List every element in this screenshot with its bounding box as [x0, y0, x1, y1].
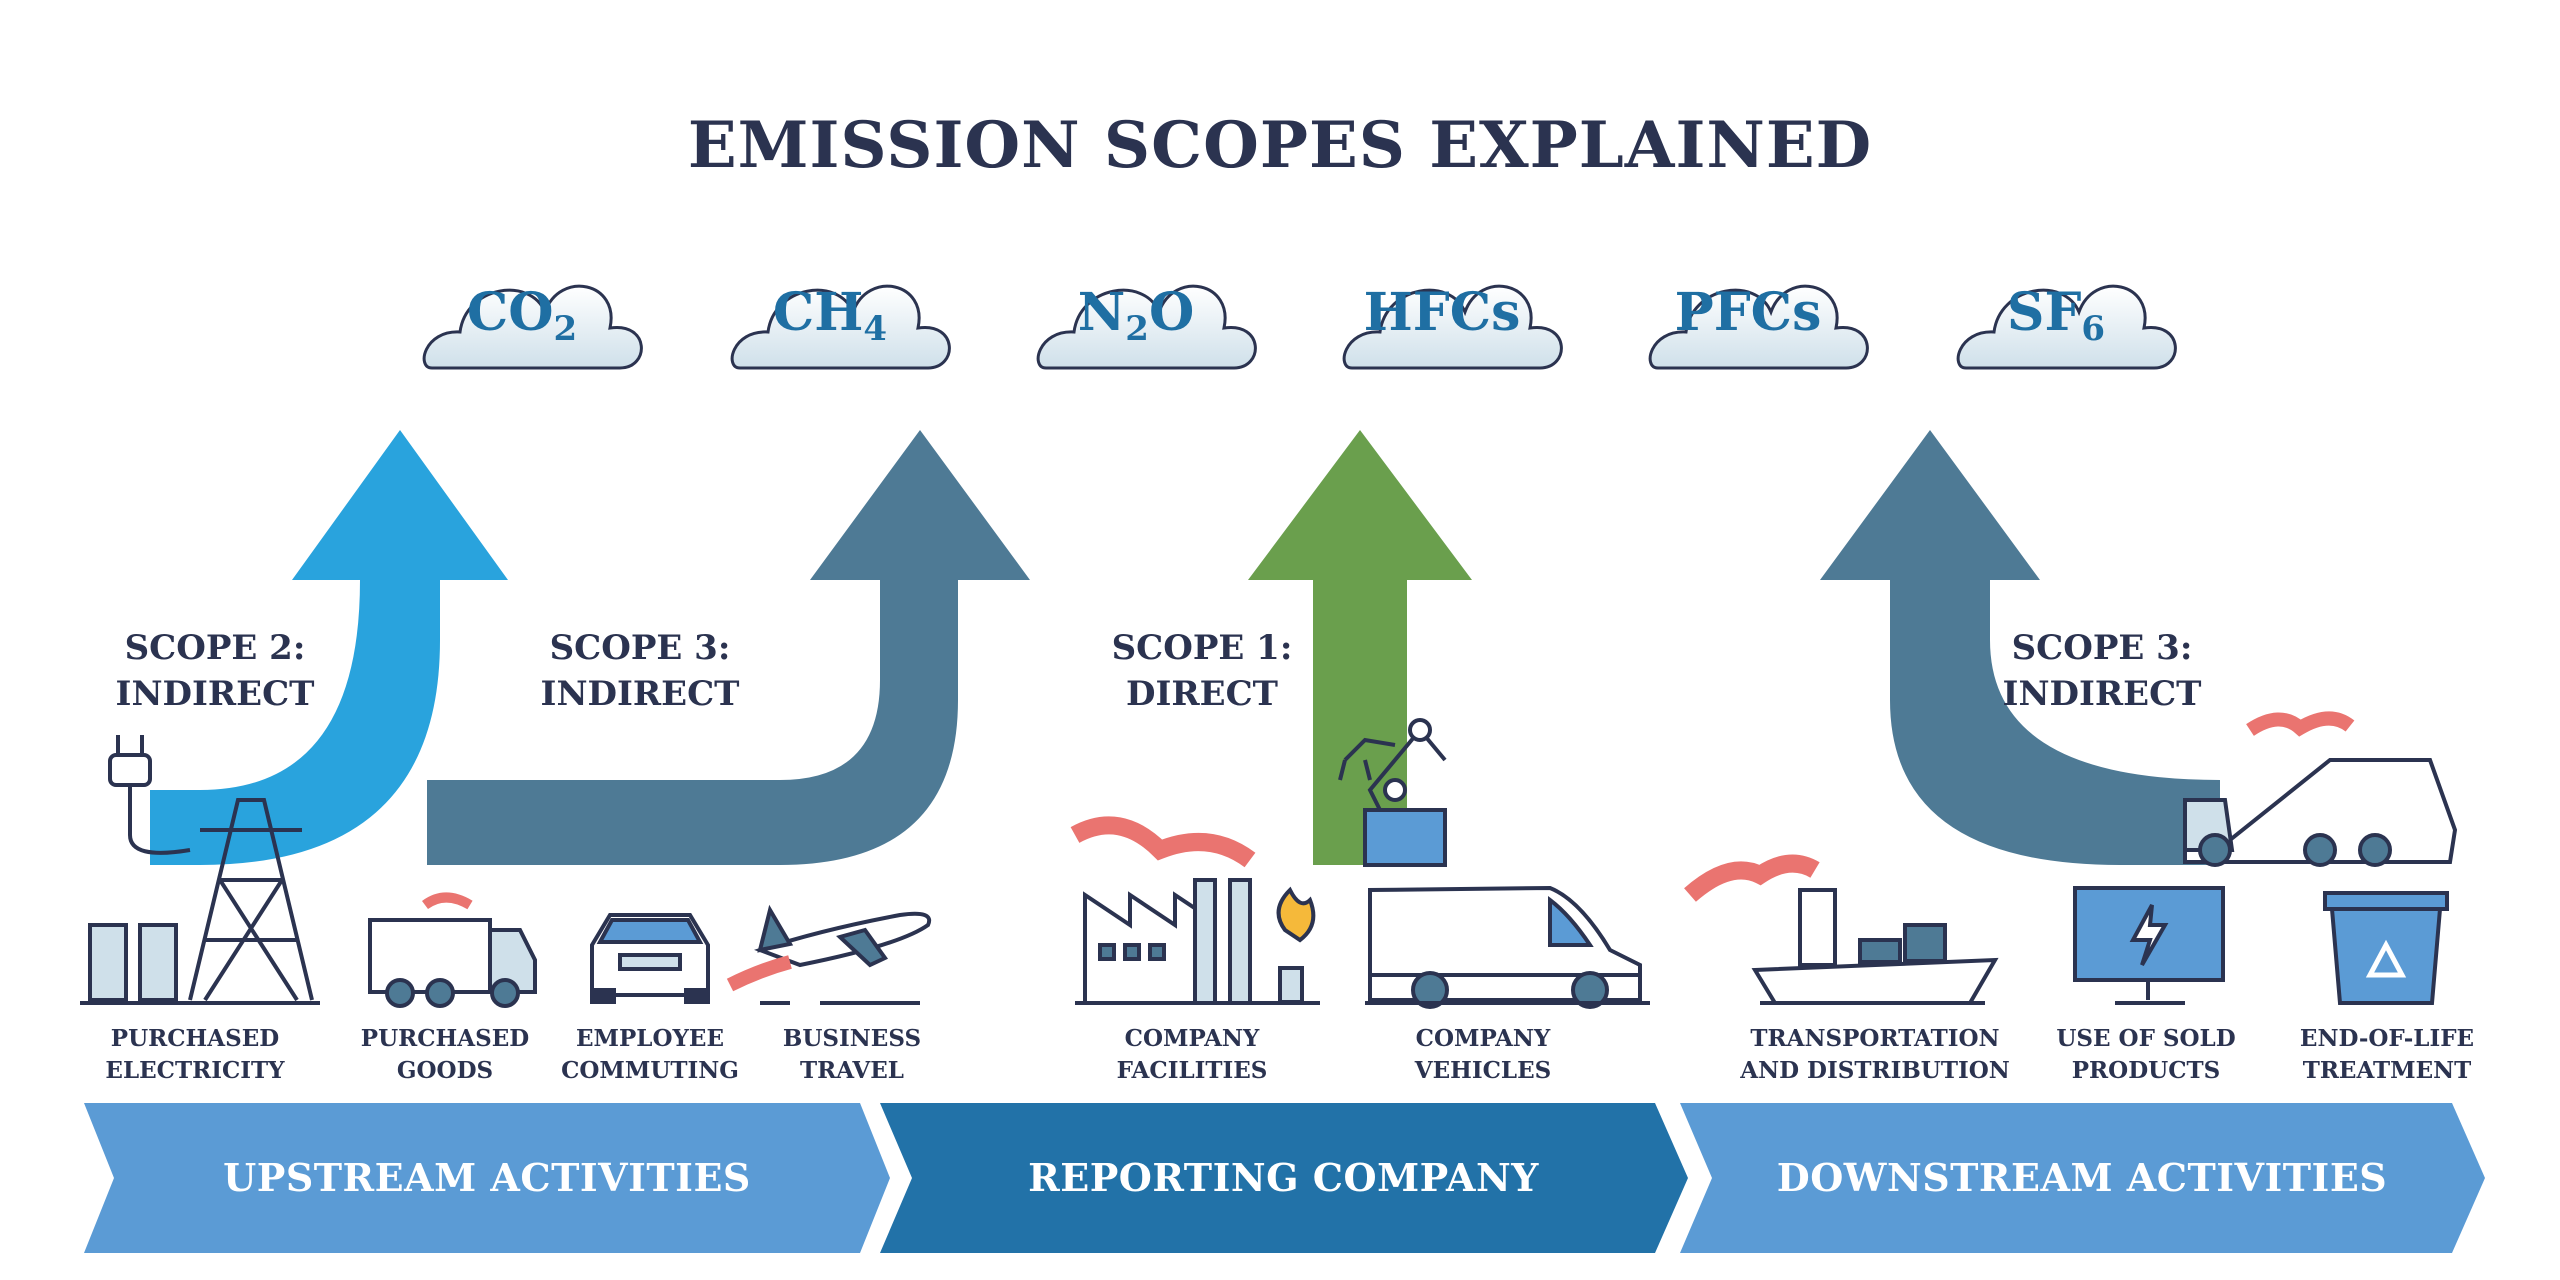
recycle-bin-icon — [2323, 891, 2449, 1005]
cloud-hfcs — [1342, 284, 1563, 370]
scope-3-upstream-label: SCOPE 3: INDIRECT — [510, 625, 770, 717]
activity-label: EMPLOYEE COMMUTING — [510, 1023, 790, 1087]
scope-label-line: SCOPE 3: — [549, 628, 731, 668]
van-icon — [1365, 885, 1650, 1009]
ship-icon — [1684, 854, 1999, 1005]
scope-label-line: SCOPE 2: — [124, 628, 306, 668]
gas-label: SF6 — [2006, 282, 2106, 349]
scope-3-upstream-arrow — [427, 430, 1030, 865]
cloud-ch4 — [730, 284, 951, 370]
activity-label-line: COMMUTING — [561, 1057, 739, 1084]
power-tower-icon — [80, 735, 320, 1005]
scope-1-arrow — [1248, 430, 1472, 865]
cloud-sf6 — [1956, 284, 2177, 370]
activity-label-line: FACILITIES — [1116, 1057, 1268, 1084]
activity-label: USE OF SOLD PRODUCTS — [2006, 1023, 2286, 1087]
band-upstream — [84, 1103, 890, 1253]
scope-label-line: INDIRECT — [2002, 674, 2202, 714]
scope-label-line: SCOPE 1: — [1111, 628, 1293, 668]
activity-label-line: END-OF-LIFE — [2299, 1025, 2475, 1052]
gas-label: PFCs — [1674, 282, 1822, 343]
monitor-icon — [2073, 886, 2225, 1005]
activity-label-line: TRANSPORTATION — [1750, 1025, 2000, 1052]
band-upstream-label: UPSTREAM ACTIVITIES — [223, 1155, 751, 1200]
car-icon — [590, 913, 710, 1004]
activity-label-line: EMPLOYEE — [576, 1025, 724, 1052]
garbage-truck-icon — [2183, 711, 2458, 867]
cloud-pfcs — [1648, 284, 1869, 370]
activity-label-line: ELECTRICITY — [105, 1057, 285, 1084]
activity-label-line: COMPANY — [1415, 1025, 1551, 1052]
scope-3-downstream-arrow — [1820, 430, 2220, 865]
gas-label: CO2 — [466, 282, 578, 349]
activity-label-line: AND DISTRIBUTION — [1740, 1057, 2010, 1084]
band-reporting-label: REPORTING COMPANY — [1028, 1155, 1539, 1200]
diagram-title: EMISSION SCOPES EXPLAINED — [687, 108, 1873, 183]
scope-label-line: DIRECT — [1126, 674, 1278, 714]
truck-icon — [368, 892, 537, 1008]
activity-label-line: USE OF SOLD — [2056, 1025, 2236, 1052]
scope-3-downstream-label: SCOPE 3: INDIRECT — [1972, 625, 2232, 717]
scope-1-label: SCOPE 1: DIRECT — [1072, 625, 1332, 717]
activity-label: BUSINESS TRAVEL — [712, 1023, 992, 1087]
scope-label-line: INDIRECT — [540, 674, 740, 714]
activity-label-line: BUSINESS — [782, 1025, 922, 1052]
activity-label-line: VEHICLES — [1414, 1057, 1552, 1084]
band-reporting — [880, 1103, 1688, 1253]
gas-label: HFCs — [1363, 282, 1521, 343]
activity-label: END-OF-LIFE TREATMENT — [2247, 1023, 2527, 1087]
factory-icon — [1070, 816, 1320, 1005]
scope-2-arrow — [150, 430, 508, 865]
activity-label-line: PRODUCTS — [2071, 1057, 2221, 1084]
gas-label: CH4 — [772, 282, 888, 349]
activity-label: COMPANY FACILITIES — [1052, 1023, 1332, 1087]
activity-label-line: TREATMENT — [2302, 1057, 2472, 1084]
robot-arm-icon — [1338, 718, 1447, 867]
gas-label: N2O — [1077, 282, 1195, 349]
scope-label-line: INDIRECT — [115, 674, 315, 714]
activity-label: TRANSPORTATION AND DISTRIBUTION — [1735, 1023, 2015, 1087]
activity-label-line: TRAVEL — [800, 1057, 904, 1084]
airplane-icon — [726, 904, 932, 1005]
cloud-co2 — [422, 284, 643, 370]
activity-label: COMPANY VEHICLES — [1343, 1023, 1623, 1087]
band-downstream-label: DOWNSTREAM ACTIVITIES — [1776, 1155, 2388, 1200]
scope-2-label: SCOPE 2: INDIRECT — [85, 625, 345, 717]
activity-label: PURCHASED GOODS — [305, 1023, 585, 1087]
activity-label: PURCHASED ELECTRICITY — [55, 1023, 335, 1087]
activity-label-line: PURCHASED — [360, 1025, 530, 1052]
activity-label-line: COMPANY — [1124, 1025, 1260, 1052]
cloud-n2o — [1036, 284, 1257, 370]
scope-label-line: SCOPE 3: — [2011, 628, 2193, 668]
activity-label-line: PURCHASED — [110, 1025, 280, 1052]
activity-label-line: GOODS — [396, 1057, 494, 1084]
band-downstream — [1680, 1103, 2485, 1253]
